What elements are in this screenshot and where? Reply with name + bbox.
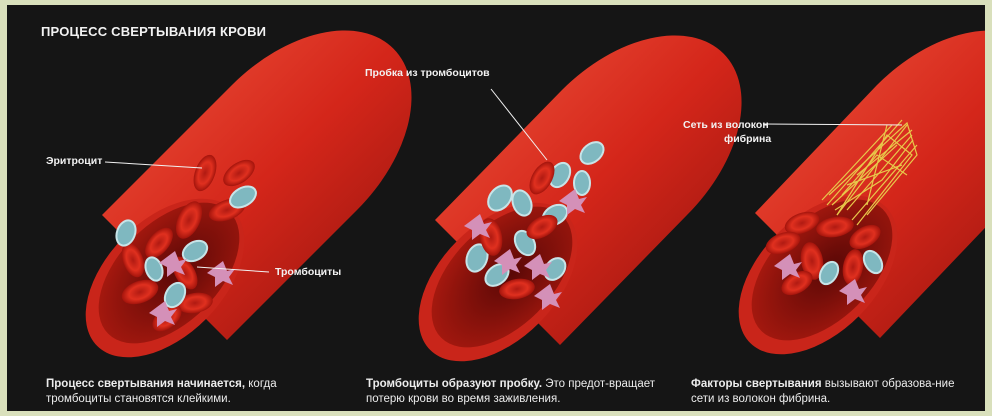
vessel-3: [709, 30, 985, 383]
diagram-frame: ПРОЦЕСС СВЕРТЫВАНИЯ КРОВИ: [7, 5, 985, 411]
illustration: [7, 5, 985, 411]
caption-step-2: Тромбоциты образуют пробку. Это предот-в…: [366, 377, 656, 407]
caption-step-3-bold: Факторы свертывания: [691, 378, 822, 390]
vessel-2: [389, 35, 741, 390]
label-fibrin-net-line1: Сеть из волокон: [683, 119, 769, 132]
label-fibrin-net-line2: фибрина: [724, 133, 771, 146]
caption-step-2-bold: Тромбоциты образуют пробку.: [366, 378, 542, 390]
label-platelet-plug: Пробка из тромбоцитов: [365, 67, 490, 80]
label-erythrocyte: Эритроцит: [46, 155, 102, 168]
caption-step-3: Факторы свертывания вызывают образова-ни…: [691, 377, 981, 407]
vessel-1: [56, 31, 411, 387]
label-platelets: Тромбоциты: [275, 266, 341, 279]
caption-step-1-bold: Процесс свертывания начинается,: [46, 378, 245, 390]
caption-step-1: Процесс свертывания начинается, когда тр…: [46, 377, 336, 407]
